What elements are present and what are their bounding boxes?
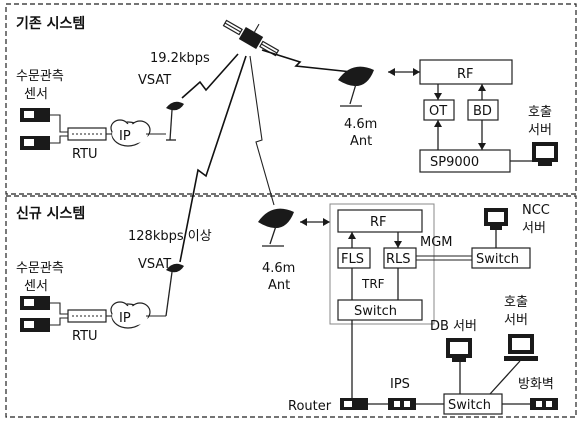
db-server-label: DB 서버 — [430, 319, 477, 334]
existing-antenna-label: Ant — [350, 134, 372, 149]
mgm-frame — [329, 203, 435, 325]
new-system-frame — [5, 195, 577, 418]
new-switch-mid-label: Switch — [354, 304, 397, 319]
new-system-title: 신규 시스템 — [16, 205, 85, 222]
new-vsat-label: VSAT — [138, 257, 171, 272]
ncc-server-monitor-icon — [484, 208, 508, 230]
new-link-rate: 128kbps 이상 — [128, 229, 212, 244]
firewall-icon — [530, 398, 558, 410]
new-rtu-label: RTU — [72, 329, 98, 344]
existing-callout-server-label-2: 서버 — [528, 123, 552, 138]
new-switch-top-box — [471, 247, 531, 269]
new-switch-mid-box — [337, 299, 423, 321]
new-rf-label: RF — [370, 215, 387, 230]
new-antenna-label: Ant — [268, 278, 290, 293]
existing-sensor-label-2: 센서 — [24, 87, 48, 102]
existing-vsat-dish-icon — [166, 101, 184, 141]
new-sensor-label-1: 수문관측 — [16, 261, 64, 276]
existing-vsat-link — [181, 53, 239, 99]
existing-sensor-icon-2 — [20, 136, 50, 150]
existing-sp9000-label: SP9000 — [430, 155, 479, 170]
new-switch-bottom-label: Switch — [448, 398, 491, 413]
new-vsat-link — [179, 55, 247, 263]
new-ip-label: IP — [119, 311, 131, 326]
new-rtu-icon — [67, 309, 107, 323]
new-ip-cloud-icon — [110, 301, 151, 329]
existing-antenna-size: 4.6m — [344, 117, 377, 132]
new-fls-box — [337, 247, 371, 269]
new-antenna-size: 4.6m — [262, 261, 295, 276]
new-trf-label: TRF — [361, 277, 385, 291]
existing-system-title: 기존 시스템 — [16, 15, 85, 32]
existing-ot-label: OT — [429, 104, 447, 119]
new-rf-box — [337, 209, 423, 233]
mgm-label: MGM — [420, 235, 453, 250]
ips-label: IPS — [390, 377, 410, 392]
existing-ant-link — [261, 49, 353, 73]
new-callout-server-label-2: 서버 — [504, 313, 528, 328]
existing-bd-label: BD — [473, 104, 492, 119]
existing-callout-server-label-1: 호출 — [528, 105, 552, 120]
existing-vsat-label: VSAT — [138, 73, 171, 88]
new-rls-box — [383, 247, 417, 269]
ncc-server-label-1: NCC — [522, 203, 550, 218]
existing-ip-cloud-icon — [110, 119, 151, 147]
existing-ot-box — [423, 99, 455, 121]
ips-icon — [388, 398, 416, 410]
new-antenna-icon — [258, 208, 294, 247]
new-vsat-dish-icon — [165, 263, 184, 317]
new-callout-server-monitor-icon — [504, 334, 538, 361]
existing-rf-box — [419, 59, 513, 85]
existing-sensor-label-1: 수문관측 — [16, 69, 64, 84]
existing-system-frame — [5, 3, 577, 195]
router-label: Router — [288, 399, 332, 414]
existing-rf-label: RF — [457, 67, 474, 82]
ncc-server-label-2: 서버 — [522, 221, 546, 236]
existing-link-rate: 19.2kbps — [150, 51, 210, 66]
existing-bd-box — [467, 99, 499, 121]
existing-ip-label: IP — [119, 129, 131, 144]
new-callout-server-label-1: 호출 — [504, 295, 528, 310]
new-ant-link — [249, 55, 275, 206]
firewall-label: 방화벽 — [518, 377, 554, 392]
new-fls-label: FLS — [341, 252, 364, 267]
existing-rtu-icon — [67, 127, 107, 141]
new-switch-top-label: Switch — [476, 252, 519, 267]
router-icon — [340, 398, 368, 410]
existing-antenna-icon — [338, 66, 374, 107]
satellite-icon — [222, 19, 280, 57]
new-sensor-icon-1 — [20, 296, 50, 310]
existing-rtu-label: RTU — [72, 147, 98, 162]
existing-sensor-icon-1 — [20, 108, 50, 122]
new-rls-label: RLS — [386, 252, 411, 267]
existing-server-monitor-icon — [532, 142, 558, 166]
new-sensor-icon-2 — [20, 318, 50, 332]
new-sensor-label-2: 센서 — [24, 279, 48, 294]
db-server-monitor-icon — [446, 338, 472, 362]
